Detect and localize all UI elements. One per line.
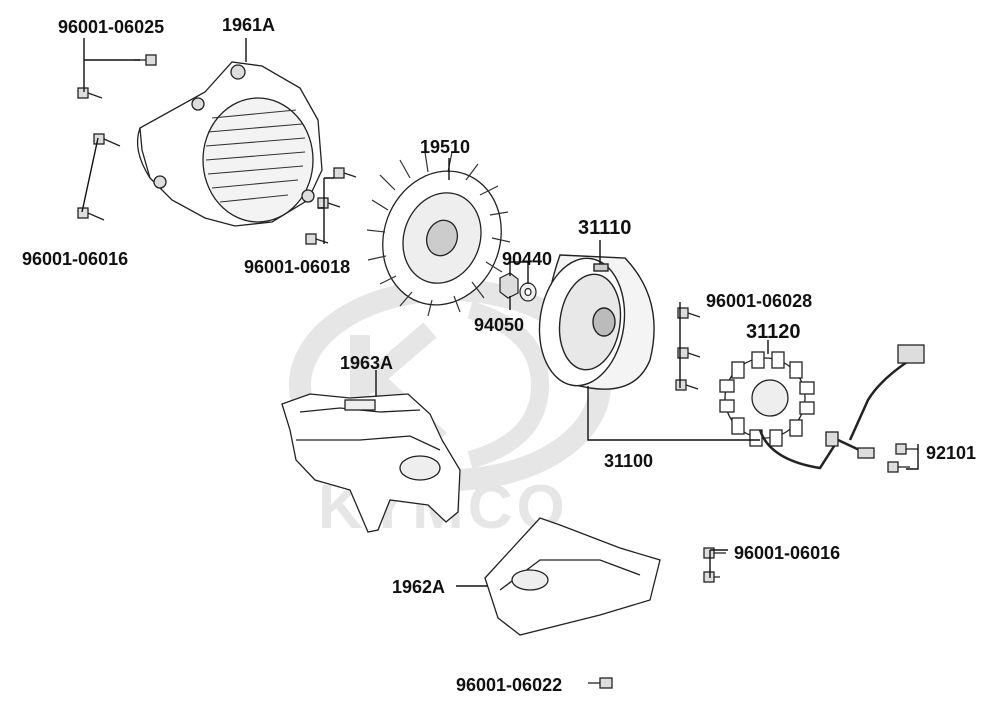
leader-lines	[81, 38, 919, 587]
bolt-icon	[703, 571, 720, 583]
label-96001-06028: 96001-06028	[706, 291, 813, 311]
bolt-icon	[675, 379, 699, 391]
bolt-icon	[703, 547, 726, 559]
cover-1963a	[281, 393, 461, 533]
bolt-icon	[677, 307, 701, 319]
label-96001-06016-top: 96001-06016	[22, 249, 129, 269]
bolt-icon	[317, 197, 341, 209]
label-1961a: 1961A	[222, 15, 276, 35]
rotor-31110	[538, 254, 655, 390]
washer-90440	[519, 282, 537, 302]
label-94050: 94050	[474, 315, 525, 335]
label-31120: 31120	[746, 321, 801, 343]
bolt-icon	[895, 443, 918, 455]
bolt-icon	[93, 133, 121, 147]
label-92101: 92101	[926, 443, 977, 463]
label-19510: 19510	[420, 137, 471, 157]
bolt-icon	[588, 677, 613, 689]
label-31110: 31110	[578, 217, 632, 239]
cover-1962a	[484, 517, 661, 636]
flywheel-fan-19510	[366, 151, 511, 317]
bolt-icon	[887, 461, 910, 473]
label-96001-06025: 96001-06025	[58, 17, 165, 37]
label-1963a: 1963A	[340, 353, 394, 373]
bolt-icon	[77, 87, 103, 99]
fan-cover-1961a	[136, 61, 323, 227]
bolt-icon	[333, 167, 357, 179]
label-31100: 31100	[604, 451, 654, 471]
stator-31120	[719, 344, 925, 470]
label-96001-06016-bottom: 96001-06016	[734, 543, 841, 563]
label-1962a: 1962A	[392, 577, 446, 597]
bolt-icon	[305, 233, 329, 245]
nut-94050	[499, 272, 519, 299]
label-96001-06018: 96001-06018	[244, 257, 351, 277]
label-96001-06022: 96001-06022	[456, 675, 563, 695]
label-90440: 90440	[502, 249, 553, 269]
bolt-icon	[677, 347, 701, 359]
